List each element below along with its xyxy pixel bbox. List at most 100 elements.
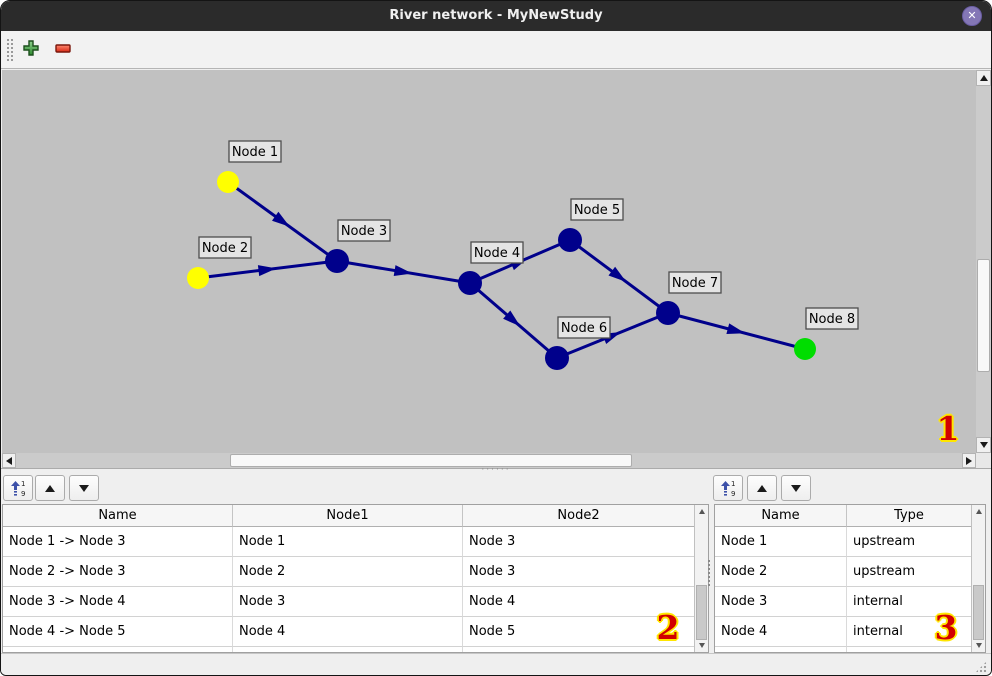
node-label-box [470,241,524,264]
table-cell[interactable]: Node 1 [233,527,463,557]
nodes-table-scrollbar[interactable] [971,505,985,652]
table-cell[interactable]: internal [847,617,972,647]
scroll-down-button[interactable] [695,639,708,652]
node-label: Node 8 [809,312,855,327]
triangle-right-icon [966,456,972,465]
table-cell[interactable]: Node 1 [715,527,847,557]
flow-direction-arrow [272,211,290,227]
network-node[interactable] [217,171,239,193]
scroll-thumb[interactable] [973,585,984,640]
plus-icon [23,40,39,56]
column-header[interactable]: Node2 [463,505,695,527]
table-cell[interactable]: Node 3 [715,587,847,617]
table-cell-empty [233,647,463,652]
table-cell[interactable]: upstream [847,557,972,587]
table-cell[interactable]: Node 4 -> Node 5 [3,617,233,647]
network-node[interactable] [794,338,816,360]
network-node[interactable] [325,249,349,273]
scroll-down-button[interactable] [976,437,991,453]
table-cell[interactable]: Node 3 [463,557,695,587]
horizontal-splitter[interactable]: ······ [1,466,991,475]
table-cell[interactable]: Node 3 [233,587,463,617]
vertical-scroll-thumb[interactable] [977,259,990,372]
scroll-thumb[interactable] [696,585,707,640]
table-cell[interactable]: Node 2 -> Node 3 [3,557,233,587]
triangle-up-icon [975,509,982,514]
nodes-sort-button[interactable]: 1 9 [713,475,743,501]
sort-ascending-icon: 1 9 [721,480,735,497]
table-cell[interactable]: Node 4 [715,617,847,647]
scrollbar-corner [976,453,991,468]
column-header[interactable]: Node1 [233,505,463,527]
resize-grip[interactable] [975,661,987,673]
column-header[interactable]: Name [715,505,847,527]
remove-node-button[interactable] [52,38,74,60]
links-move-down-button[interactable] [69,475,99,501]
vertical-splitter[interactable] [706,472,713,653]
table-cell[interactable]: Node 4 [463,587,695,617]
network-node[interactable] [656,301,680,325]
table-cell-empty [3,647,233,652]
column-header[interactable]: Name [3,505,233,527]
node-label: Node 3 [341,224,387,239]
canvas-vertical-scrollbar[interactable] [976,70,991,453]
links-table-scrollbar[interactable] [694,505,708,652]
table-cell[interactable]: Node 2 [233,557,463,587]
main-toolbar [1,31,991,69]
close-icon: ✕ [967,9,977,22]
triangle-down-icon [975,643,982,648]
triangle-up-icon [698,509,705,514]
column-header[interactable]: Type [847,505,972,527]
scroll-left-button[interactable] [2,453,16,468]
flow-direction-arrow [726,323,746,334]
triangle-up-icon [979,75,988,81]
minus-icon [55,44,71,53]
scroll-up-button[interactable] [972,505,985,518]
table-cell[interactable]: Node 3 -> Node 4 [3,587,233,617]
network-node[interactable] [558,228,582,252]
scroll-up-button[interactable] [976,70,991,86]
table-cell[interactable]: internal [847,587,972,617]
node-label-box [337,219,391,242]
scroll-up-button[interactable] [695,505,708,518]
horizontal-scroll-thumb[interactable] [230,454,632,467]
scroll-down-button[interactable] [972,639,985,652]
triangle-up-icon [45,484,55,492]
links-sort-button[interactable]: 1 9 [3,475,33,501]
close-button[interactable]: ✕ [962,6,982,26]
network-node[interactable] [187,267,209,289]
links-move-up-button[interactable] [35,475,65,501]
title-bar: River network - MyNewStudy ✕ [1,1,991,31]
table-cell[interactable]: upstream [847,527,972,557]
scroll-right-button[interactable] [962,453,976,468]
add-node-button[interactable] [20,38,42,60]
status-bar [1,653,991,675]
network-node[interactable] [545,346,569,370]
toolbar-drag-handle[interactable] [7,39,13,61]
canvas-horizontal-scrollbar[interactable] [2,453,976,468]
table-cell[interactable]: Node 1 -> Node 3 [3,527,233,557]
nodes-move-up-button[interactable] [747,475,777,501]
table-cell[interactable]: Node 5 [463,617,695,647]
node-label: Node 2 [202,241,248,256]
table-cell[interactable]: Node 3 [463,527,695,557]
table-cell[interactable]: Node 4 [233,617,463,647]
table-cell-empty [715,647,847,652]
nodes-move-down-button[interactable] [781,475,811,501]
triangle-down-icon [79,484,89,492]
network-node[interactable] [458,271,482,295]
table-cell[interactable]: Node 2 [715,557,847,587]
